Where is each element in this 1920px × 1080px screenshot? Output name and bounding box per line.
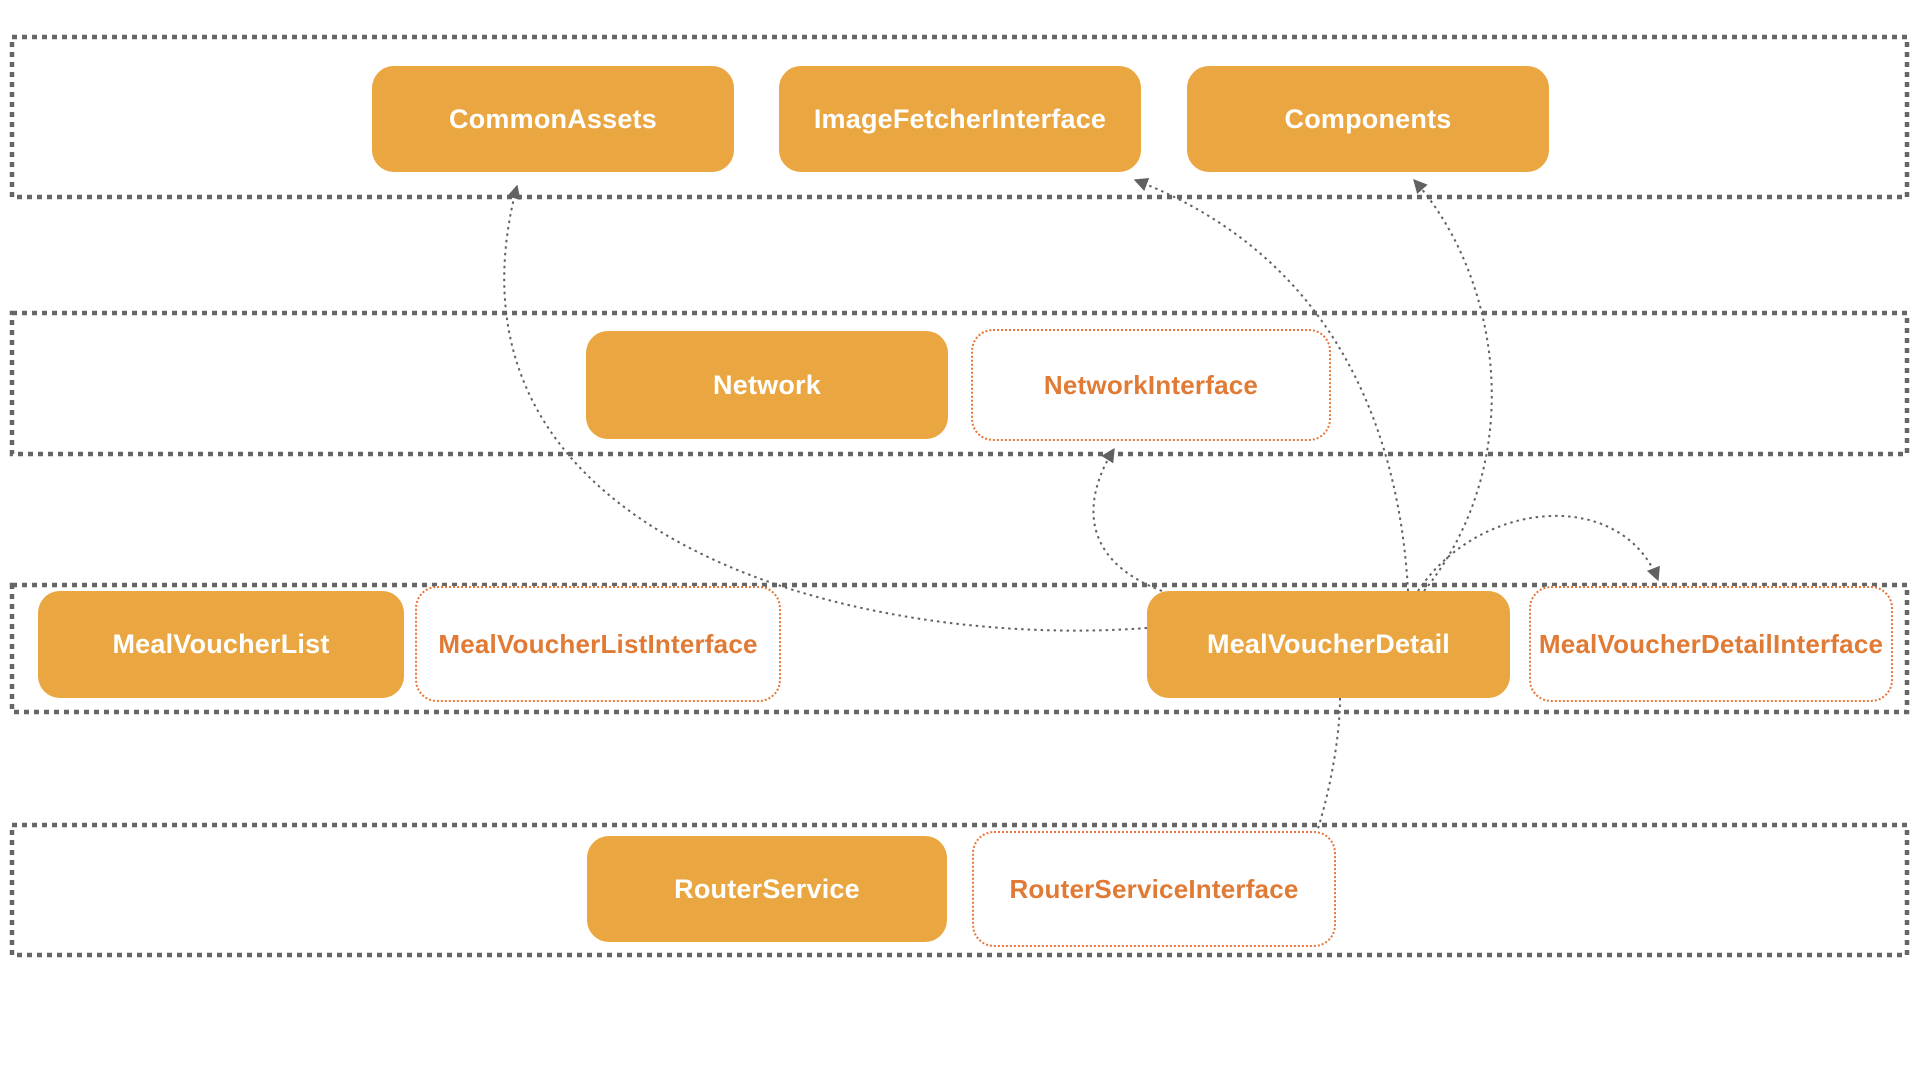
module-label: RouterService — [674, 873, 860, 904]
layer-border-feature — [9, 582, 1910, 715]
module-label: ImageFetcherInterface — [813, 103, 1107, 134]
interface-network-interface: NetworkInterface — [971, 329, 1331, 441]
module-network: Network — [586, 331, 948, 439]
module-components: Components — [1187, 66, 1549, 172]
layer-border-router — [9, 822, 1910, 958]
module-router-service: RouterService — [587, 836, 947, 942]
layer-border-network — [9, 310, 1910, 457]
layer-borders — [9, 34, 1910, 958]
arrow-mealvoucherdetail-to-mealvoucherdetailinterface — [1417, 514, 1660, 592]
interface-label: MealVoucherListInterface — [438, 628, 758, 659]
interface-router-service-interface: RouterServiceInterface — [972, 831, 1336, 947]
module-label: Network — [713, 369, 821, 400]
interface-label: NetworkInterface — [1043, 369, 1259, 400]
interface-meal-voucher-list-interface: MealVoucherListInterface — [415, 586, 781, 702]
module-label: CommonAssets — [449, 103, 657, 134]
module-meal-voucher-list: MealVoucherList — [38, 591, 404, 698]
arrow-mealvoucherdetail-to-networkinterface — [1092, 447, 1163, 592]
module-meal-voucher-detail: MealVoucherDetail — [1147, 591, 1510, 698]
interface-label: MealVoucherDetailInterface — [1538, 628, 1884, 659]
module-label: Components — [1284, 103, 1452, 134]
arrow-mealvoucherdetail-to-components — [1413, 178, 1493, 592]
arrow-mealvoucherdetail-to-commonassets — [503, 184, 1148, 632]
module-label: MealVoucherDetail — [1207, 629, 1450, 659]
module-common-assets: CommonAssets — [372, 66, 734, 172]
layer-border-shared-assets — [9, 34, 1910, 200]
interface-label: RouterServiceInterface — [1009, 873, 1299, 904]
module-image-fetcher-interface: ImageFetcherInterface — [779, 66, 1141, 172]
module-label: MealVoucherList — [112, 629, 330, 659]
interface-meal-voucher-detail-interface: MealVoucherDetailInterface — [1529, 586, 1893, 702]
dependency-arrows — [503, 177, 1660, 856]
